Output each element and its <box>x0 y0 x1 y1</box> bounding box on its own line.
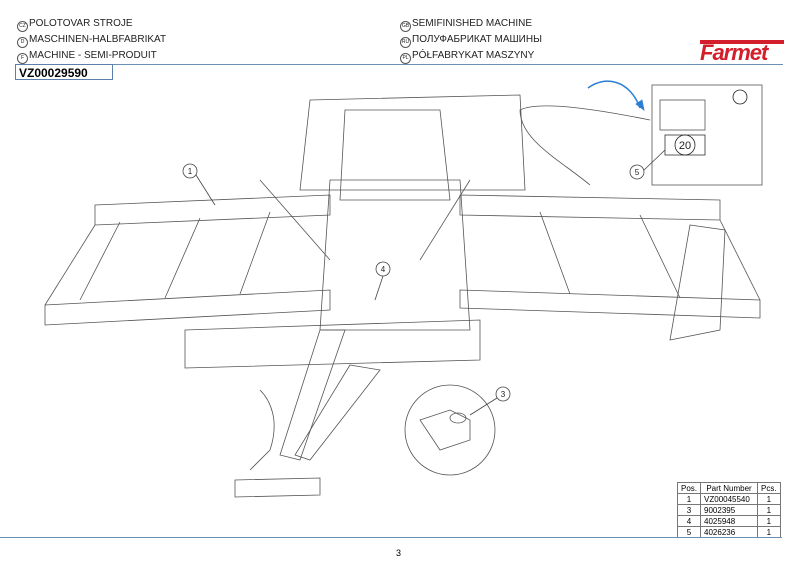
cell-pos: 5 <box>676 526 702 538</box>
lang-badge: CZ <box>17 21 28 32</box>
lang-badge: PL <box>400 53 411 64</box>
cell-pcs: 1 <box>757 526 781 538</box>
cell-pos: 3 <box>676 504 702 516</box>
page-number: 3 <box>396 548 402 558</box>
title-text: POLOTOVAR STROJE <box>29 18 133 29</box>
title-text: ПОЛУФАБРИКАТ МАШИНЫ <box>412 34 542 45</box>
header-part-number: Part Number <box>700 482 759 494</box>
callouts <box>182 149 666 416</box>
cell-pcs: 1 <box>757 515 781 527</box>
frame-right <box>459 194 761 341</box>
title-text: MACHINE - SEMI-PRODUIT <box>29 50 157 61</box>
cell-part: 9002395 <box>700 504 759 516</box>
frame-center <box>184 94 526 369</box>
rotate-icon <box>732 89 748 105</box>
lang-badge: D <box>17 37 28 48</box>
frame-left <box>44 194 331 326</box>
lang-badge: GB <box>400 21 411 32</box>
cell-part: 4025948 <box>700 515 759 527</box>
cell-pcs: 1 <box>757 493 781 505</box>
header-pcs: Pcs. <box>757 482 781 494</box>
title-text: SEMIFINISHED MACHINE <box>412 18 533 29</box>
arrow-head <box>635 99 645 111</box>
title-text: MASCHINEN-HALBFABRIKAT <box>29 34 167 45</box>
cell-pos: 1 <box>676 493 702 505</box>
lang-badge: RU <box>400 37 411 48</box>
cell-part: VZ00045540 <box>700 493 759 505</box>
detail-magnifier <box>404 384 496 476</box>
header-pos: Pos. <box>676 482 702 494</box>
callout-5: 5 <box>635 168 640 177</box>
title-text: PÓŁFABRYKAT MASZYNY <box>412 50 535 61</box>
callout-3: 3 <box>501 390 506 399</box>
drawbar <box>234 329 381 498</box>
inset-label: 20 <box>679 140 691 152</box>
header-rule <box>113 64 783 65</box>
callout-1: 1 <box>188 167 193 176</box>
cell-pos: 4 <box>676 515 702 527</box>
cell-pcs: 1 <box>757 504 781 516</box>
footer-rule <box>0 537 782 538</box>
machine-drawing: 20 1 4 3 5 <box>44 80 763 498</box>
rotate-arrow <box>587 80 641 109</box>
cell-part: 4026236 <box>700 526 759 538</box>
lang-badge: F <box>17 53 28 64</box>
farmet-logo: Farmet <box>700 40 784 66</box>
callout-4: 4 <box>381 265 386 274</box>
drawing-number: VZ00029590 <box>15 64 113 80</box>
